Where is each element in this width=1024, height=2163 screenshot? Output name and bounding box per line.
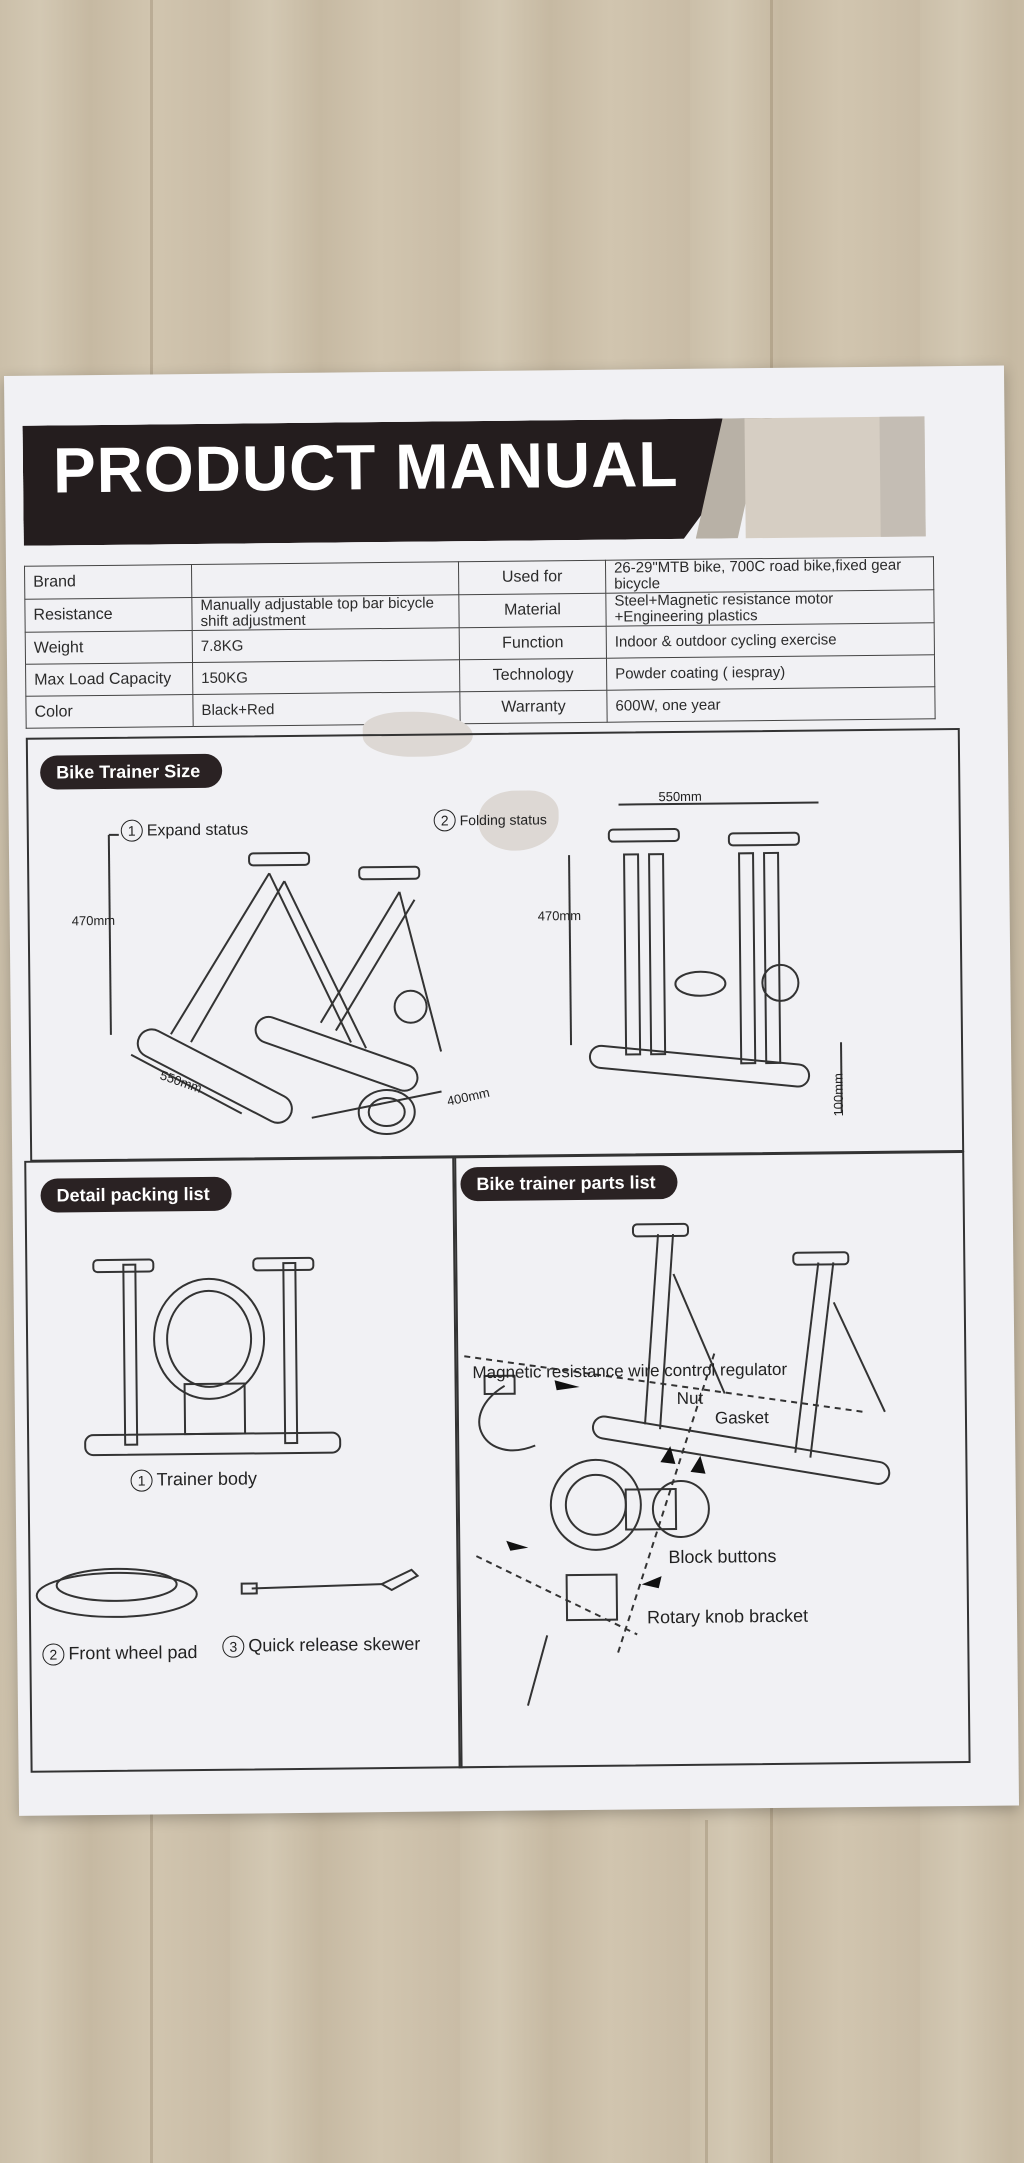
regulator-label: Magnetic resistance wire control regulat…	[472, 1359, 788, 1383]
max-load-label: Max Load Capacity	[25, 662, 193, 697]
dim-470-left: 470mm	[71, 912, 116, 929]
used-for-value: 26-29"MTB bike, 700C road bike,fixed gea…	[605, 557, 934, 594]
dim-100: 100mm	[830, 1073, 846, 1117]
used-for-label: Used for	[458, 560, 606, 595]
parts-exploded-drawing	[464, 1222, 891, 1706]
color-label: Color	[25, 694, 194, 729]
brand-value	[191, 561, 459, 598]
resistance-label: Resistance	[24, 597, 193, 633]
quick-release-label: Quick release skewer	[248, 1633, 421, 1656]
front-wheel-pad-number: 2	[42, 1643, 65, 1666]
quick-release-skewer-drawing	[240, 1568, 420, 1595]
brand-label: Brand	[24, 564, 192, 600]
rotary-knob-label: Rotary knob bracket	[646, 1605, 809, 1628]
expand-trainer-drawing	[107, 833, 443, 1136]
max-load-value: 150KG	[192, 659, 460, 695]
warranty-label: Warranty	[459, 690, 608, 724]
front-wheel-pad-drawing	[35, 1567, 198, 1618]
technology-label: Technology	[459, 658, 607, 692]
parts-section-title: Bike trainer parts list	[460, 1164, 678, 1202]
banner-stripe	[879, 416, 926, 537]
spec-table: Brand Used for 26-29"MTB bike, 700C road…	[24, 556, 936, 729]
packing-section-title: Detail packing list	[40, 1176, 232, 1213]
resistance-value: Manually adjustable top bar bicycle shif…	[191, 595, 460, 631]
manual-sheet: PRODUCT MANUAL Brand Used for 26-29"MTB …	[4, 365, 1020, 1816]
size-section-title: Bike Trainer Size	[39, 753, 223, 790]
weight-label: Weight	[25, 630, 193, 665]
function-value: Indoor & outdoor cycling exercise	[606, 622, 935, 659]
gasket-label: Gasket	[714, 1408, 769, 1428]
trainer-body-label: Trainer body	[156, 1468, 258, 1490]
material-value: Steel+Magnetic resistance motor +Enginee…	[605, 589, 935, 627]
front-wheel-pad-label: Front wheel pad	[68, 1642, 198, 1664]
trainer-body-number: 1	[130, 1469, 153, 1492]
dim-470-right: 470mm	[537, 907, 582, 924]
nut-label: Nut	[676, 1388, 704, 1409]
dim-550-top: 550mm	[658, 788, 702, 805]
material-label: Material	[458, 593, 607, 628]
folded-trainer-drawing	[568, 801, 843, 1113]
quick-release-number: 3	[222, 1635, 245, 1658]
page-title: PRODUCT MANUAL	[52, 427, 679, 507]
weight-value: 7.8KG	[192, 627, 460, 663]
floor-plank-seam	[705, 1820, 708, 2163]
warranty-value: 600W, one year	[606, 686, 936, 723]
function-label: Function	[459, 626, 607, 660]
technology-value: Powder coating ( iespray)	[606, 654, 935, 691]
block-buttons-label: Block buttons	[668, 1545, 777, 1568]
trainer-body-drawing	[84, 1256, 342, 1457]
